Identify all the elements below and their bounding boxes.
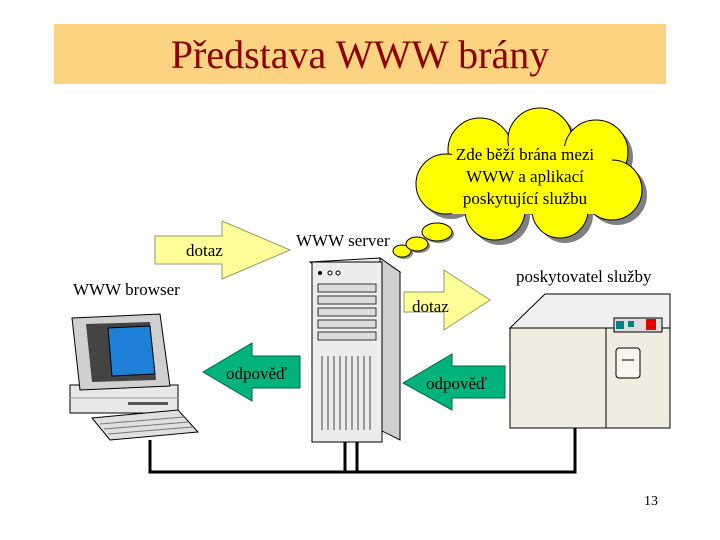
page-number: 13	[644, 494, 658, 509]
provider-label: poskytovatel služby	[516, 267, 652, 286]
cloud-line-3: poskytující službu	[462, 189, 588, 208]
server-label: WWW server	[296, 231, 390, 250]
response-label-right: odpověď	[426, 374, 488, 393]
response-arrow-right	[401, 353, 506, 411]
request-label-left: dotaz	[186, 241, 223, 260]
slide-title: Představa WWW brány	[170, 32, 550, 77]
request-arrow-right	[403, 269, 491, 331]
request-label-right: dotaz	[412, 297, 449, 316]
network-cables	[148, 425, 577, 474]
cloud-text: Zde běží brána mezi WWW a aplikací posky…	[431, 144, 619, 210]
thought-bubbles	[392, 222, 454, 259]
service-provider-icon	[508, 293, 671, 429]
request-arrow-left	[154, 220, 292, 280]
browser-label: WWW browser	[73, 280, 180, 299]
gateway-cloud	[415, 107, 647, 245]
cloud-line-1: Zde běží brána mezi	[455, 145, 595, 164]
browser-computer-icon	[69, 313, 200, 441]
response-arrow-left	[202, 342, 301, 402]
response-label-left: odpověď	[226, 364, 288, 383]
server-tower-icon	[308, 257, 402, 443]
cloud-line-2: WWW a aplikací	[466, 167, 584, 186]
title-bar: Představa WWW brány	[54, 24, 666, 84]
